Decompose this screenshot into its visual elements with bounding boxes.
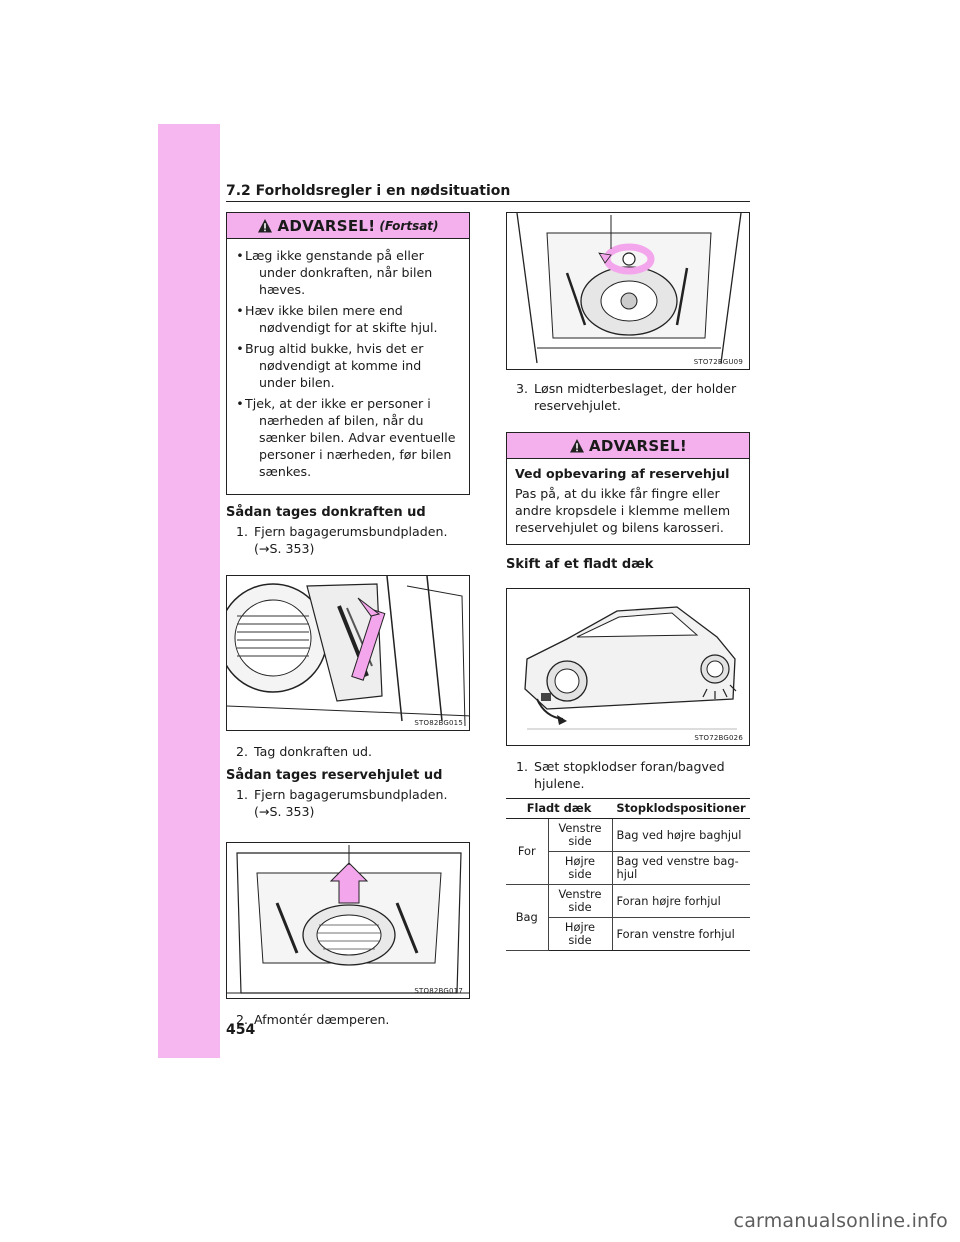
step-item: 3. Løsn midterbeslaget, der holder reser… <box>516 381 737 413</box>
table-cell-side: Venstre side <box>548 818 613 852</box>
spare-tire-illustration: STO82BG017 <box>226 842 470 999</box>
jack-illustration: STO82BG015 <box>226 575 470 731</box>
car-chocks-illustration: STO72BG026 <box>506 588 750 746</box>
step-text: Løsn midterbeslaget, der holder reserveh… <box>534 381 737 413</box>
warning-body: •Læg ikke genstande på eller under donkr… <box>227 239 469 494</box>
section-title-spare: Sådan tages reservehjulet ud <box>226 768 443 783</box>
step-item: 2. Afmontér dæmperen. <box>236 1012 390 1027</box>
figure-code: STO82BG015 <box>414 719 463 727</box>
warning-box-spare: ADVARSEL! Ved opbevaring af reservehjul … <box>506 432 750 545</box>
table-row: Højre side Bag ved venstre bag-hjul <box>506 851 750 885</box>
left-column: ADVARSEL! (Fortsat) •Læg ikke genstande … <box>226 212 470 1028</box>
table-cell-position: Bag ved venstre bag-hjul <box>612 851 750 885</box>
warning-text: Pas på, at du ikke får fingre eller andr… <box>515 486 731 535</box>
warning-triangle-icon <box>258 218 273 232</box>
figure-code: STO82BG017 <box>414 987 463 995</box>
figure-code: STO72BGU09 <box>693 358 743 366</box>
section-header-title: 7.2 Forholdsregler i en nødsituation <box>226 183 511 199</box>
warning-header: ADVARSEL! (Fortsat) <box>227 213 469 239</box>
warning-bullet: •Hæv ikke bilen mere end nødvendigt for … <box>236 303 438 335</box>
warning-title: ADVARSEL! <box>277 216 376 235</box>
table-row: Højre side Foran venstre forhjul <box>506 917 750 951</box>
table-row: For Venstre side Bag ved højre baghjul <box>506 818 750 885</box>
table-header-chock-positions: Stopklodspositioner <box>612 798 750 819</box>
table-row: Bag Venstre side Foran højre forhjul <box>506 884 750 951</box>
step-item: 1. Sæt stopklodser foran/bagved hjulene. <box>516 759 725 791</box>
warning-triangle-icon <box>570 438 585 452</box>
step-item: 1. Fjern bagagerumsbundpladen. (→S. 353) <box>236 524 448 556</box>
side-color-band <box>158 124 220 1058</box>
step-text: Afmontér dæmperen. <box>254 1012 390 1027</box>
table-cell-side: Højre side <box>548 917 613 951</box>
table-cell-position: Foran højre forhjul <box>612 884 750 918</box>
table-cell-side: Højre side <box>548 851 613 885</box>
warning-box-continued: ADVARSEL! (Fortsat) •Læg ikke genstande … <box>226 212 470 495</box>
step-text: Sæt stopklodser foran/bagved hjulene. <box>534 759 725 791</box>
section-header: 7.2 Forholdsregler i en nødsituation <box>226 180 750 202</box>
warning-bullet: •Brug altid bukke, hvis det er nødvendig… <box>236 341 424 390</box>
warning-subheading: Ved opbevaring af reservehjul <box>515 466 730 481</box>
warning-body: Ved opbevaring af reservehjul Pas på, at… <box>507 459 749 544</box>
step-item: 2. Tag donkraften ud. <box>236 744 373 759</box>
table-header-flat-tire: Fladt dæk <box>506 798 612 819</box>
right-column: STO72BGU09 3. Løsn midterbeslaget, der h… <box>506 212 750 951</box>
center-bracket-illustration: STO72BGU09 <box>506 212 750 370</box>
step-text: Tag donkraften ud. <box>254 744 373 759</box>
table-cell-side: Venstre side <box>548 884 613 918</box>
warning-bullet: •Læg ikke genstande på eller under donkr… <box>236 248 433 297</box>
page-number: 454 <box>226 1022 256 1038</box>
table-cell-group: Bag <box>506 884 549 951</box>
warning-title: ADVARSEL! <box>589 436 687 455</box>
step-item: 1. Fjern bagagerumsbundpladen. (→S. 353) <box>236 787 448 819</box>
table-cell-group: For <box>506 818 549 885</box>
figure-code: STO72BG026 <box>694 734 743 742</box>
table-cell-position: Bag ved højre baghjul <box>612 818 750 852</box>
warning-bullet: •Tjek, at der ikke er personer i nærhede… <box>236 396 456 479</box>
warning-subtitle: (Fortsat) <box>379 218 439 233</box>
watermark-link[interactable]: carmanualsonline.info <box>733 1210 948 1232</box>
step-text: Fjern bagagerumsbundpladen. (→S. 353) <box>254 524 448 556</box>
table-cell-position: Foran venstre forhjul <box>612 917 750 951</box>
section-title-flat: Skift af et fladt dæk <box>506 557 654 572</box>
chock-position-table: Fladt dæk Stopklodspositioner For Venstr… <box>506 798 750 951</box>
warning-header: ADVARSEL! <box>507 433 749 459</box>
step-text: Fjern bagagerumsbundpladen. (→S. 353) <box>254 787 448 819</box>
section-title-jack: Sådan tages donkraften ud <box>226 505 426 520</box>
